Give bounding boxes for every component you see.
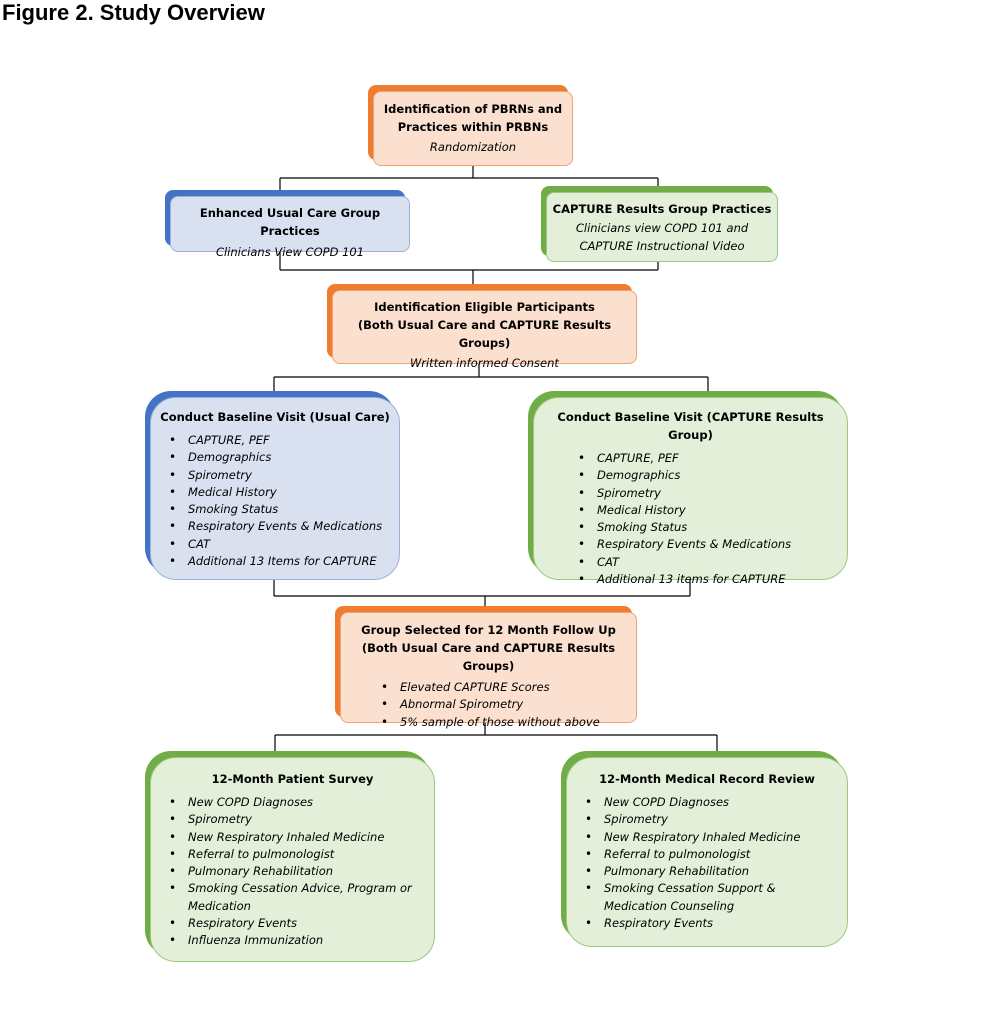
list-item: Pulmonary Rehabilitation — [151, 863, 434, 881]
usual-care-practices-subtitle: Clinicians View COPD 101 — [215, 245, 365, 259]
eligible-subtitle: Written informed Consent — [410, 356, 559, 370]
list-item: Elevated CAPTURE Scores — [363, 679, 636, 697]
list-item: Additional 13 items for CAPTURE — [560, 571, 847, 589]
list-item: Smoking Status — [151, 501, 399, 519]
identification-title-line2: Practices within PRBNs — [397, 120, 549, 134]
capture-practices-title: CAPTURE Results Group Practices — [552, 202, 772, 216]
list-item: Demographics — [560, 467, 847, 485]
list-item: CAPTURE, PEF — [560, 450, 847, 468]
patient-survey-box: 12-Month Patient Survey New COPD Diagnos… — [150, 757, 435, 962]
list-item: Demographics — [151, 449, 399, 467]
list-item: Spirometry — [151, 467, 399, 485]
identification-box: Identification of PBRNs and Practices wi… — [373, 91, 573, 166]
list-item: Pulmonary Rehabilitation — [567, 863, 847, 881]
list-item: Respiratory Events — [567, 915, 847, 933]
eligible-participants-box: Identification Eligible Participants (Bo… — [332, 290, 637, 370]
figure-title: Figure 2. Study Overview — [2, 0, 265, 25]
record-review-box: 12-Month Medical Record Review New COPD … — [566, 757, 848, 947]
identification-title-line1: Identification of PBRNs and — [383, 102, 563, 116]
eligible-title-line1: Identification Eligible Participants — [374, 300, 595, 314]
baseline-usual-care-title: Conduct Baseline Visit (Usual Care) — [160, 410, 390, 424]
usual-care-practices-title: Enhanced Usual Care Group Practices — [199, 206, 381, 238]
list-item: New COPD Diagnoses — [151, 794, 434, 812]
list-item: Respiratory Events — [151, 915, 434, 933]
list-item: Spirometry — [560, 485, 847, 503]
list-item: Spirometry — [567, 811, 847, 829]
list-item: New COPD Diagnoses — [567, 794, 847, 812]
baseline-usual-care-box: Conduct Baseline Visit (Usual Care) CAPT… — [150, 397, 400, 580]
baseline-capture-box: Conduct Baseline Visit (CAPTURE Results … — [533, 397, 848, 589]
list-item: CAT — [151, 536, 399, 554]
list-item: Medical History — [151, 484, 399, 502]
followup-title-line1: Group Selected for 12 Month Follow Up — [361, 623, 616, 637]
baseline-capture-title: Conduct Baseline Visit (CAPTURE Results … — [557, 410, 824, 442]
list-item: Referral to pulmonologist — [151, 846, 434, 864]
list-item: Respiratory Events & Medications — [560, 536, 847, 554]
identification-subtitle: Randomization — [429, 140, 517, 154]
list-item: Referral to pulmonologist — [567, 846, 847, 864]
list-item: Additional 13 Items for CAPTURE — [151, 553, 399, 571]
record-review-title: 12-Month Medical Record Review — [599, 772, 815, 786]
followup-box: Group Selected for 12 Month Follow Up (B… — [340, 612, 637, 731]
list-item: Smoking Status — [560, 519, 847, 537]
list-item: New Respiratory Inhaled Medicine — [567, 829, 847, 847]
list-item: Smoking Cessation Support & Medication C… — [567, 880, 847, 915]
list-item: Medical History — [560, 502, 847, 520]
list-item: CAT — [560, 554, 847, 572]
capture-practices-subtitle-line1: Clinicians view COPD 101 and — [575, 221, 749, 235]
usual-care-practices-box: Enhanced Usual Care Group Practices Clin… — [170, 196, 410, 259]
capture-practices-subtitle-line2: CAPTURE Instructional Video — [579, 239, 745, 253]
patient-survey-title: 12-Month Patient Survey — [211, 772, 374, 786]
capture-practices-box: CAPTURE Results Group Practices Clinicia… — [546, 192, 778, 262]
list-item: Abnormal Spirometry — [363, 696, 636, 714]
connector-1 — [279, 166, 659, 193]
list-item: Influenza Immunization — [151, 932, 434, 950]
list-item: 5% sample of those without above — [363, 714, 636, 732]
connector-3 — [273, 364, 709, 393]
list-item: Smoking Cessation Advice, Program or Med… — [151, 880, 434, 915]
list-item: New Respiratory Inhaled Medicine — [151, 829, 434, 847]
followup-title-line2: (Both Usual Care and CAPTURE Results Gro… — [361, 641, 616, 673]
connector-2 — [279, 252, 659, 287]
list-item: Spirometry — [151, 811, 434, 829]
list-item: Respiratory Events & Medications — [151, 518, 399, 536]
eligible-title-line2: (Both Usual Care and CAPTURE Results Gro… — [357, 318, 612, 350]
list-item: CAPTURE, PEF — [151, 432, 399, 450]
